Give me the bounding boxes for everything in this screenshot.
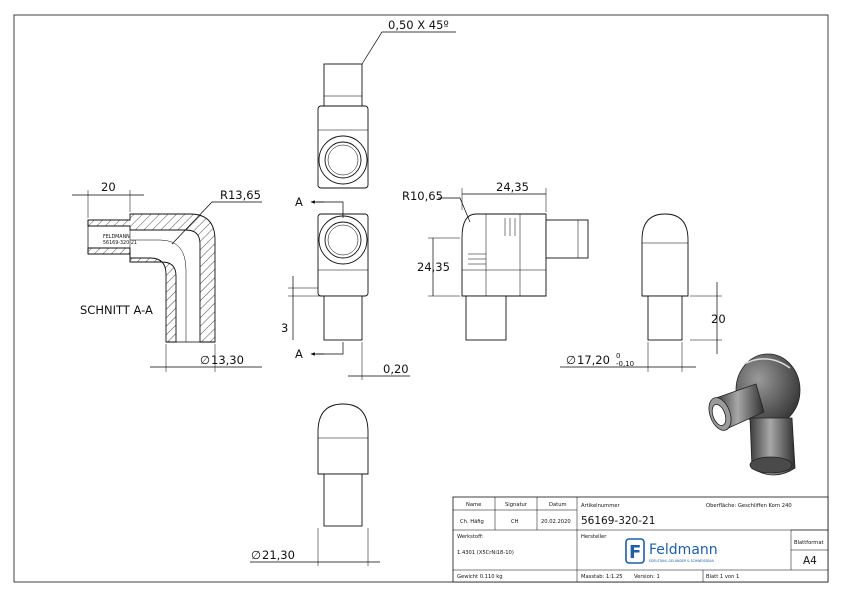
tb-author: Ch. Häfig [460, 519, 484, 525]
tb-article-number: 56169-320-21 [581, 515, 655, 527]
section-view: FELDMANN 56169-320-21 20 R13,65 13,30 ∅ … [72, 180, 262, 372]
front-dim-wall: 0,20 [383, 362, 409, 376]
tb-material-label: Werkstoff: [457, 534, 484, 540]
right-dim-20: 20 [711, 312, 726, 326]
tb-version: Version: 1 [634, 574, 660, 580]
bottom-view: ∅ 21,30 [250, 403, 380, 566]
tb-article-label: Artikelnummer [581, 503, 620, 509]
tb-header-date: Datum [549, 502, 567, 508]
tb-material: 1.4301 (X5CrNi18-10) [457, 550, 514, 556]
tol-upper: 0 [616, 352, 620, 360]
diameter-icon: ∅ [566, 353, 576, 367]
tb-maker-label: Hersteller [581, 534, 607, 540]
feldmann-logo: F Feldmann EDELSTAHL-GELÄNDER & SCHWEISS… [625, 538, 718, 564]
diameter-icon: ∅ [200, 353, 210, 367]
tb-scale: Masstab: 1:1.25 [581, 574, 623, 580]
top-view: 0,50 X 45º [317, 18, 456, 189]
tol-lower: -0,10 [616, 360, 634, 368]
sheet-border [13, 14, 829, 583]
side-dim-left: 24,35 [417, 260, 450, 274]
bottom-diameter: 21,30 [262, 548, 295, 562]
logo-tagline: EDELSTAHL-GELÄNDER & SCHWEISSBAU [649, 558, 715, 563]
engraving-line-2: 56169-320-21 [103, 240, 137, 246]
tb-header-name: Name [466, 502, 481, 508]
svg-text:F: F [629, 542, 641, 563]
chamfer-dim: 0,50 X 45º [388, 18, 449, 32]
cut-label-a-top: A [295, 195, 303, 209]
tb-weight: Gewicht 0.110 kg [457, 574, 503, 580]
side-dim-top: 24,35 [496, 180, 529, 194]
section-title: SCHNITT A-A [80, 303, 153, 317]
engraving-line-1: FELDMANN [103, 234, 130, 240]
title-block: Name Signatur Datum Ch. Häfig CH 20.02.2… [452, 496, 829, 583]
side-view: 24,35 24,35 R10,65 [402, 180, 589, 341]
section-radius: R13,65 [220, 188, 261, 202]
right-view: 20 ∅ 17,20 0 -0,10 [560, 213, 726, 372]
tb-surface: Oberfläche: Geschliffen Korn 240 [706, 503, 792, 509]
tb-sheet: Blatt 1 von 1 [706, 574, 739, 580]
tb-signature: CH [511, 519, 519, 525]
tb-date: 20.02.2020 [541, 519, 571, 525]
diameter-icon: ∅ [251, 548, 261, 562]
section-dim-20: 20 [101, 180, 116, 194]
section-diameter: 13,30 [211, 353, 244, 367]
side-radius: R10,65 [402, 189, 443, 203]
right-diameter: 17,20 [577, 353, 610, 367]
cut-label-a-bottom: A [295, 347, 303, 361]
front-view: A A 3 0,20 [281, 195, 410, 380]
iso-render [708, 353, 801, 476]
tb-header-signature: Signatur [505, 502, 528, 508]
front-dim-3: 3 [281, 321, 288, 335]
logo-text: Feldmann [649, 542, 718, 558]
tb-format-label: Blattformat [794, 540, 824, 546]
tb-format: A4 [803, 555, 817, 567]
